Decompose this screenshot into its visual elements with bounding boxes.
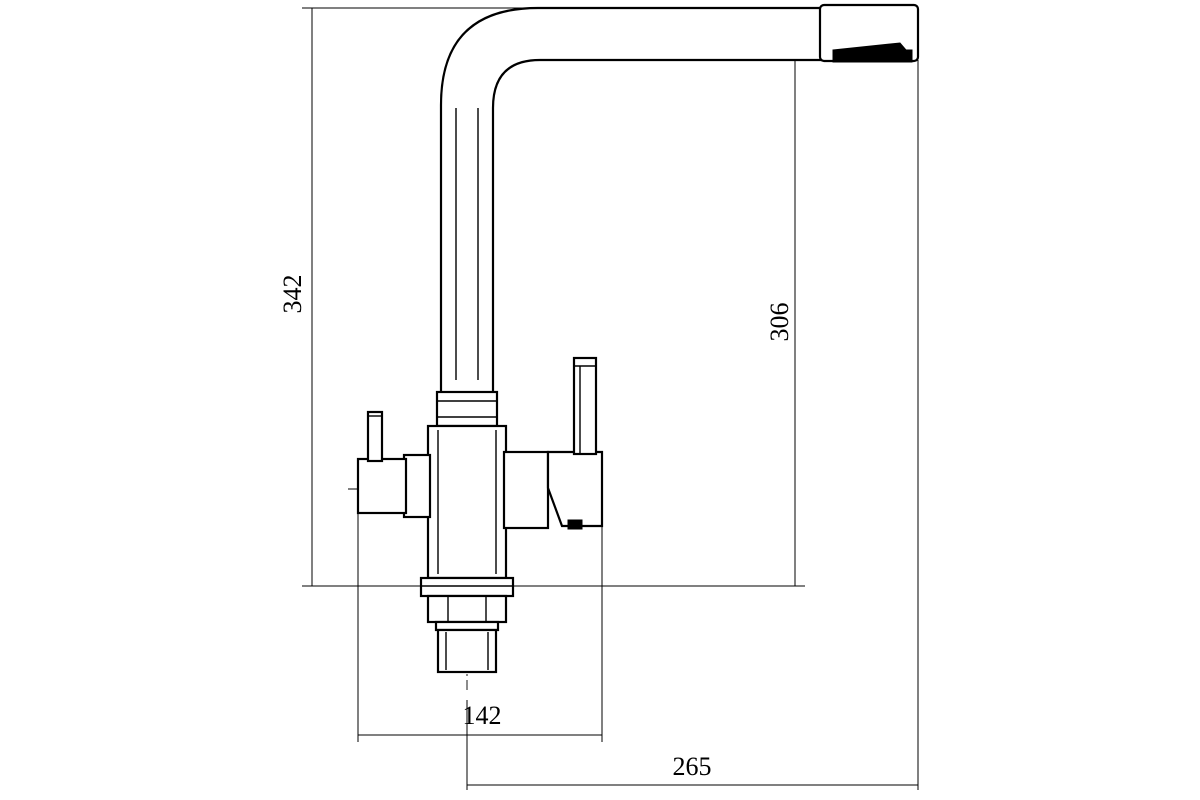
total-height-label: 342 bbox=[278, 275, 307, 314]
mounting-nut bbox=[426, 594, 508, 632]
dimension-lines bbox=[302, 7, 919, 790]
right-handle bbox=[502, 356, 604, 530]
spout-height-label: 306 bbox=[765, 303, 794, 342]
spout-reach-label: 265 bbox=[673, 752, 712, 781]
base-flange bbox=[419, 576, 515, 598]
left-handle bbox=[356, 410, 432, 519]
mounting-stud bbox=[436, 628, 498, 674]
spout-pipe bbox=[439, 6, 825, 392]
spout-collar bbox=[435, 390, 499, 428]
spout-nozzle bbox=[818, 3, 920, 63]
base-width-label: 142 bbox=[463, 701, 502, 730]
valve-body bbox=[426, 424, 508, 580]
